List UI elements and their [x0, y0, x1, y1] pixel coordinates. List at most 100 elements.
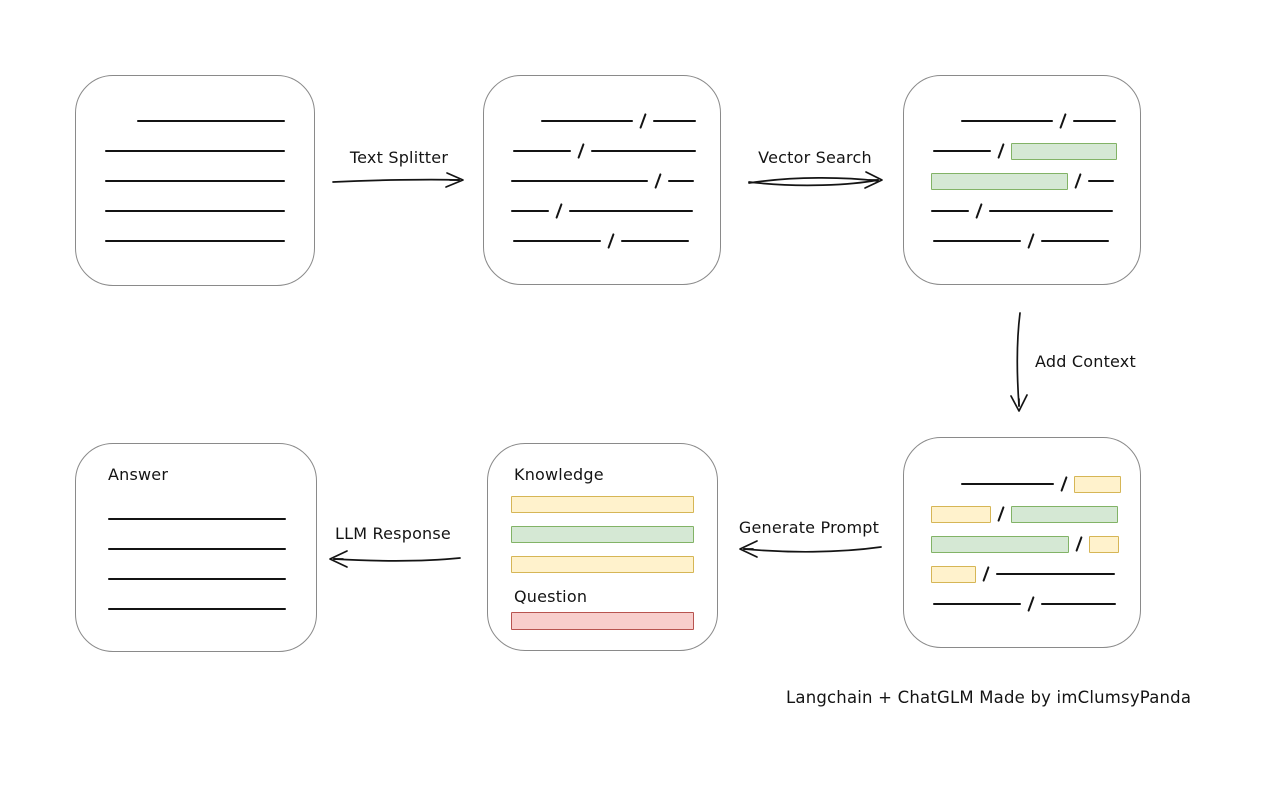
- add-context-arrow: [1010, 312, 1028, 412]
- text-line-row: [511, 606, 717, 636]
- slash-separator: [607, 233, 615, 249]
- context-result-box: [903, 437, 1141, 648]
- knowledge-bars: [488, 489, 717, 579]
- text-line: [108, 578, 286, 580]
- text-line-row: [931, 499, 1140, 529]
- document-box: [75, 75, 315, 286]
- text-line-row: [511, 489, 717, 519]
- text-line-row: [513, 226, 720, 256]
- text-line: [105, 210, 285, 212]
- add-context-label: Add Context: [1035, 352, 1136, 371]
- slash-separator: [982, 566, 990, 582]
- text-splitter-label: Text Splitter: [349, 148, 449, 167]
- text-line: [108, 608, 286, 610]
- green-chunk: [511, 525, 694, 543]
- text-line-row: [513, 136, 720, 166]
- text-line-row: [931, 196, 1140, 226]
- split-text-box: [483, 75, 721, 285]
- text-line-row: [105, 166, 314, 196]
- text-line: [513, 240, 601, 242]
- text-line-row: [931, 166, 1140, 196]
- text-line-row: [105, 226, 314, 256]
- yellow-chunk: [931, 505, 991, 523]
- slash-separator: [975, 203, 983, 219]
- yellow-chunk: [511, 495, 694, 513]
- yellow-chunk: [511, 555, 694, 573]
- yellow-chunk: [1089, 535, 1119, 553]
- answer-lines: [76, 504, 316, 624]
- red-chunk: [511, 612, 694, 630]
- text-line: [511, 210, 549, 212]
- knowledge-label: Knowledge: [514, 465, 604, 484]
- text-line: [1041, 240, 1109, 242]
- slash-separator: [577, 143, 585, 159]
- split-text-lines: [484, 106, 720, 256]
- text-line-row: [933, 589, 1140, 619]
- slash-separator: [1059, 113, 1067, 129]
- text-line-row: [511, 196, 720, 226]
- text-line: [569, 210, 693, 212]
- slash-separator: [555, 203, 563, 219]
- green-chunk: [1011, 142, 1117, 160]
- prompt-box: Knowledge Question: [487, 443, 718, 651]
- slash-separator: [654, 173, 662, 189]
- text-line-row: [108, 564, 316, 594]
- slash-separator: [1060, 476, 1068, 492]
- text-line-row: [961, 469, 1140, 499]
- vector-result-box: [903, 75, 1141, 285]
- text-line: [137, 120, 285, 122]
- document-lines: [76, 106, 314, 256]
- text-line: [933, 150, 991, 152]
- llm-response-label: LLM Response: [335, 524, 451, 543]
- text-line-row: [137, 106, 314, 136]
- text-line: [989, 210, 1113, 212]
- yellow-chunk: [1074, 475, 1121, 493]
- text-line: [105, 240, 285, 242]
- text-line: [653, 120, 696, 122]
- question-bar: [488, 606, 717, 636]
- text-line-row: [961, 106, 1140, 136]
- text-line: [105, 180, 285, 182]
- vector-result-lines: [904, 106, 1140, 256]
- answer-box: Answer: [75, 443, 317, 652]
- answer-label: Answer: [108, 465, 169, 484]
- text-line: [108, 518, 286, 520]
- text-line-row: [108, 534, 316, 564]
- text-line-row: [511, 549, 717, 579]
- slash-separator: [1027, 596, 1035, 612]
- text-line-row: [933, 136, 1140, 166]
- context-result-lines: [904, 469, 1140, 619]
- slash-separator: [997, 506, 1005, 522]
- vector-search-label: Vector Search: [758, 148, 872, 167]
- generate-prompt-arrow: [739, 540, 882, 558]
- question-label: Question: [514, 587, 588, 606]
- text-line-row: [105, 136, 314, 166]
- text-line: [961, 483, 1054, 485]
- text-line-row: [931, 529, 1140, 559]
- text-line: [591, 150, 696, 152]
- text-line: [1088, 180, 1114, 182]
- text-line: [541, 120, 633, 122]
- green-chunk: [931, 535, 1069, 553]
- text-line-row: [931, 559, 1140, 589]
- green-chunk: [1011, 505, 1118, 523]
- text-line: [1073, 120, 1116, 122]
- text-line-row: [105, 196, 314, 226]
- text-line: [933, 603, 1021, 605]
- text-line-row: [108, 504, 316, 534]
- text-splitter-arrow: [332, 172, 464, 188]
- diagram-caption: Langchain + ChatGLM Made by imClumsyPand…: [786, 688, 1192, 707]
- text-line-row: [933, 226, 1140, 256]
- slash-separator: [997, 143, 1005, 159]
- text-line: [621, 240, 689, 242]
- text-line: [511, 180, 648, 182]
- generate-prompt-label: Generate Prompt: [738, 518, 880, 537]
- text-line: [1041, 603, 1116, 605]
- text-line: [668, 180, 694, 182]
- text-line: [996, 573, 1115, 575]
- text-line: [933, 240, 1021, 242]
- text-line: [961, 120, 1053, 122]
- slash-separator: [1027, 233, 1035, 249]
- slash-separator: [1074, 173, 1082, 189]
